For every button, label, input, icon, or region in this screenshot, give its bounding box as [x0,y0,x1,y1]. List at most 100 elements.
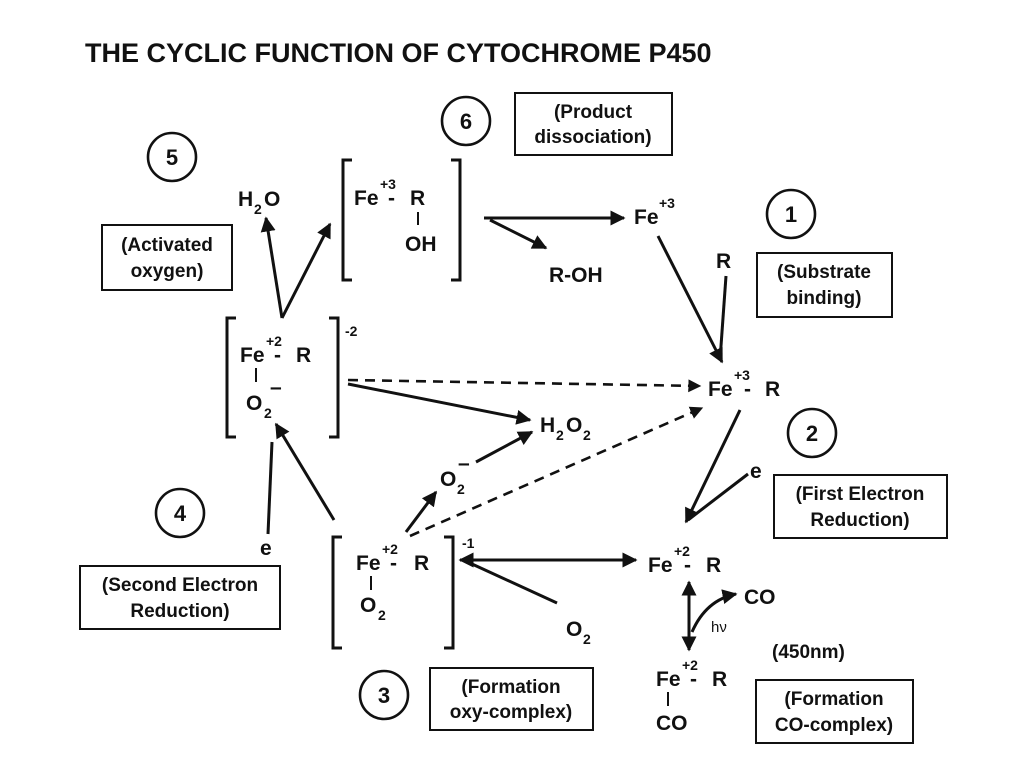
svg-text:Fe: Fe [708,378,733,401]
svg-text:-: - [390,552,397,575]
svg-text:Reduction): Reduction) [810,510,909,531]
svg-text:+3: +3 [380,176,396,192]
svg-text:-1: -1 [462,535,475,551]
bracket-fe3-r-oh [341,158,462,282]
svg-text:OH: OH [405,233,437,256]
dashed-arrow-oxy-to-fe3-r [409,406,704,538]
diagram-title: THE CYCLIC FUNCTION OF CYTOCHROME P450 [85,38,712,68]
arrow-peroxo-to-h2o [260,216,284,319]
arrow-release-r-oh [489,218,548,250]
step-1-label: (Substrate binding) [756,252,893,318]
step-2-number: 2 [806,421,818,446]
svg-text:H: H [540,414,555,437]
svg-text:oxy-complex): oxy-complex) [450,702,572,723]
arrow-o2-join [471,562,558,605]
arrow-oxy-to-superoxide [404,490,438,533]
svg-text:Reduction): Reduction) [130,601,229,622]
step-3-label: (Formation oxy-complex) [429,667,594,731]
svg-text:Fe: Fe [656,668,681,691]
arrow-electron-join-step-2 [687,472,749,522]
electron-step-4: e [260,537,272,560]
svg-text:H: H [238,188,253,211]
svg-text:2: 2 [583,427,591,443]
species-r-substrate: R [716,250,731,273]
svg-text:(Activated: (Activated [121,235,213,256]
svg-text:CO-complex): CO-complex) [775,715,893,736]
svg-text:+2: +2 [682,657,698,673]
svg-text:(First Electron: (First Electron [796,484,925,505]
svg-text:O: O [440,468,456,491]
svg-text:(Formation: (Formation [461,677,560,698]
svg-text:Fe: Fe [240,344,265,367]
arrow-co-release [690,589,738,633]
svg-text:+2: +2 [266,333,282,349]
step-3-number: 3 [378,683,390,708]
arrow-fe3-r-to-fe2-r [684,409,742,524]
svg-text:-: - [274,344,281,367]
step-1-marker: 1 [765,188,817,240]
svg-text:Fe: Fe [354,187,379,210]
species-fe2-r-co: Fe +2 - R CO [656,657,727,735]
electron-step-2: e [750,460,762,483]
svg-text:(Second Electron: (Second Electron [102,575,258,596]
step-6-label: (Product dissociation) [514,92,673,156]
species-o2: O 2 [566,618,591,647]
species-fe3-r-oh: Fe +3 - R OH [354,176,437,256]
dashed-arrow-peroxo-to-fe3-r [347,378,702,393]
svg-text:Fe: Fe [356,552,381,575]
step-4-number: 4 [174,501,187,526]
step-3-marker: 3 [358,669,410,721]
step-4-label: (Second Electron Reduction) [79,565,281,630]
bracket-fe2-r-o2-peroxo [225,316,340,439]
step-6-number: 6 [460,109,472,134]
arrow-superoxide-to-h2o2 [475,430,534,464]
svg-text:-: - [690,668,697,691]
species-h2o: H 2 O [238,188,280,217]
co-complex-label: (Formation CO-complex) [755,679,914,744]
svg-text:R: R [712,668,727,691]
arrow-substrate-join [718,275,728,361]
svg-text:2: 2 [556,427,564,443]
wavelength-label: (450nm) [772,642,845,663]
step-2-label: (First Electron Reduction) [773,474,948,539]
species-superoxide: O 2 – [440,452,470,497]
svg-text:CO: CO [656,712,688,735]
species-fe3-resting: Fe +3 [634,195,675,229]
step-6-marker: 6 [440,95,492,147]
arrow-peroxo-to-complex [280,222,332,319]
light-hv: hν [711,619,727,636]
step-5-number: 5 [166,145,178,170]
step-5-label: (Activated oxygen) [101,224,233,291]
svg-text:R: R [414,552,429,575]
svg-text:O: O [360,594,376,617]
svg-text:R: R [706,554,721,577]
svg-text:+3: +3 [734,367,750,383]
svg-text:-2: -2 [345,323,358,339]
species-co: CO [744,586,776,609]
svg-text:dissociation): dissociation) [534,127,651,148]
arrow-peroxo-to-h2o2 [347,382,532,425]
arrow-electron-join-step-4 [266,441,274,535]
svg-text:2: 2 [254,201,262,217]
svg-text:binding): binding) [787,288,862,309]
svg-text:2: 2 [583,631,591,647]
svg-text:O: O [566,618,582,641]
svg-text:(Substrate: (Substrate [777,262,871,283]
svg-text:2: 2 [378,607,386,623]
svg-text:Fe: Fe [634,206,659,229]
svg-text:–: – [458,452,470,475]
svg-text:(Product: (Product [554,102,633,123]
svg-text:-: - [388,187,395,210]
svg-text:R: R [410,187,425,210]
svg-text:R: R [296,344,311,367]
svg-text:R: R [765,378,780,401]
svg-text:+2: +2 [674,543,690,559]
species-fe2-r-o2-oxy: Fe +2 - R O 2 -1 [356,535,475,623]
step-2-marker: 2 [786,407,838,459]
species-r-oh: R-OH [549,264,603,287]
svg-text:–: – [270,376,282,399]
step-5-marker: 5 [146,131,198,183]
svg-text:-: - [744,378,751,401]
bracket-fe2-r-o2-oxy [331,535,455,650]
